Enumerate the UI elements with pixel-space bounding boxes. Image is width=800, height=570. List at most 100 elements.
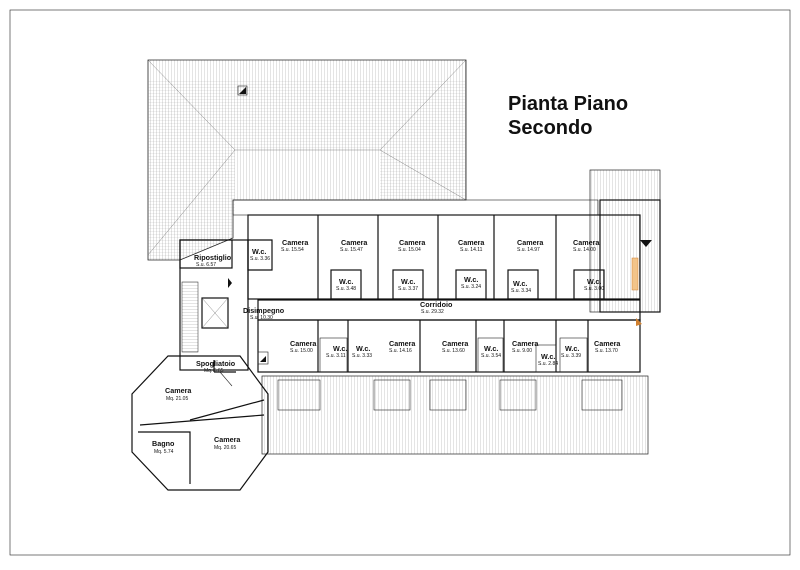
disimpegno-area: S.u. 10.30 — [250, 315, 273, 321]
right-stair-block — [589, 169, 661, 313]
camera-4-label: Camera S.u. 14.11 — [458, 238, 485, 253]
drawing-frame — [9, 9, 791, 556]
camera-6-name: Camera — [573, 238, 600, 247]
camera-11-name: Camera — [594, 339, 621, 348]
camera-6-label: Camera S.u. 14.00 — [573, 238, 600, 253]
main-block — [232, 199, 641, 373]
wc-top-left-label: W.c. S.u. 3.36 — [250, 247, 270, 262]
camera-13-name: Camera — [214, 435, 241, 444]
camera-3-area: S.u. 15.04 — [398, 247, 421, 253]
bagno-name: Bagno — [152, 439, 175, 448]
camera-3-label: Camera S.u. 15.04 — [398, 238, 426, 253]
camera-4-area: S.u. 14.11 — [460, 247, 483, 253]
wc-5-name: W.c. — [587, 277, 601, 286]
camera-7-label: Camera S.u. 15.00 — [290, 339, 317, 354]
wc-7-name: W.c. — [356, 344, 370, 353]
bagno-area: Mq. 5.74 — [154, 449, 174, 455]
wc-2-label: W.c. S.u. 3.37 — [398, 277, 418, 292]
camera-4-name: Camera — [458, 238, 485, 247]
spogliatoio-name: Spogliatoio — [196, 359, 236, 368]
camera-13-area: Mq. 20.65 — [214, 445, 236, 451]
camera-8-label: Camera S.u. 14.16 — [389, 339, 416, 354]
ripostiglio-label: Ripostiglio S.u. 6.57 — [194, 253, 232, 268]
camera-8-area: S.u. 14.16 — [389, 348, 412, 354]
camera-5-area: S.u. 14.97 — [517, 247, 540, 253]
camera-12-area: Mq. 21.05 — [166, 396, 188, 402]
spogliatoio-label: Spogliatoio Mq. 5.65 — [196, 359, 236, 374]
camera-1-area: S.u. 15.54 — [281, 247, 304, 253]
camera-2-area: S.u. 15.47 — [340, 247, 363, 253]
wc-1-area: S.u. 3.48 — [336, 286, 356, 292]
camera-5-name: Camera — [517, 238, 544, 247]
camera-9-area: S.u. 13.60 — [442, 348, 465, 354]
camera-9-label: Camera S.u. 13.60 — [442, 339, 469, 354]
wc-4-label: W.c. S.u. 3.34 — [511, 279, 531, 294]
wc-2-area: S.u. 3.37 — [398, 286, 418, 292]
camera-11-area: S.u. 13.70 — [595, 348, 618, 354]
camera-9-name: Camera — [442, 339, 469, 348]
wc-3-area: S.u. 3.24 — [461, 284, 481, 290]
wc-7-label: W.c. S.u. 3.33 — [352, 344, 372, 359]
camera-3-name: Camera — [399, 238, 426, 247]
wc-1-name: W.c. — [339, 277, 353, 286]
wc-9-area: S.u. 2.84 — [538, 361, 558, 367]
marker-icon — [636, 318, 642, 326]
wc-top-left-name: W.c. — [252, 247, 266, 256]
plan-title-line-2: Secondo — [508, 117, 593, 139]
camera-10-name: Camera — [512, 339, 539, 348]
wc-4-area: S.u. 3.34 — [511, 288, 531, 294]
wc-9-label: W.c. S.u. 2.84 — [538, 352, 558, 367]
roof — [147, 59, 467, 261]
wc-8-area: S.u. 3.54 — [481, 353, 501, 359]
left-service-block — [179, 239, 273, 371]
spogliatoio-area: Mq. 5.65 — [204, 368, 224, 374]
wc-1-label: W.c. S.u. 3.48 — [336, 277, 356, 292]
camera-12-label: Camera Mq. 21.05 — [165, 386, 192, 402]
camera-5-label: Camera S.u. 14.97 — [517, 238, 544, 253]
wc-10-name: W.c. — [565, 344, 579, 353]
camera-1-label: Camera S.u. 15.54 — [281, 238, 309, 253]
wc-3-name: W.c. — [464, 275, 478, 284]
corridoio-area: S.u. 29.32 — [421, 309, 444, 315]
wc-4-name: W.c. — [513, 279, 527, 288]
camera-8-name: Camera — [389, 339, 416, 348]
camera-13-label: Camera Mq. 20.65 — [214, 435, 241, 451]
camera-10-label: Camera S.u. 9.00 — [512, 339, 539, 354]
room-labels: Camera S.u. 15.54 Camera S.u. 15.47 Came… — [152, 238, 621, 455]
wc-5-label: W.c. S.u. 3.00 — [584, 277, 604, 292]
wc-6-area: S.u. 3.11 — [326, 353, 346, 359]
wc-top-left-area: S.u. 3.36 — [250, 256, 270, 262]
wc-8-label: W.c. S.u. 3.54 — [481, 344, 501, 359]
camera-1-name: Camera — [282, 238, 309, 247]
camera-7-area: S.u. 15.00 — [290, 348, 313, 354]
bagno-label: Bagno Mq. 5.74 — [152, 439, 175, 455]
wc-6-label: W.c. S.u. 3.11 — [326, 344, 347, 359]
camera-7-name: Camera — [290, 339, 317, 348]
wc-10-area: S.u. 3.39 — [561, 353, 581, 359]
disimpegno-label: Disimpegno S.u. 10.30 — [243, 306, 285, 321]
wc-5-area: S.u. 3.00 — [584, 286, 604, 292]
ripostiglio-name: Ripostiglio — [194, 253, 232, 262]
camera-11-label: Camera S.u. 13.70 — [594, 339, 621, 354]
camera-6-area: S.u. 14.00 — [573, 247, 596, 253]
plan-title: Pianta Piano Secondo — [508, 92, 628, 140]
corridoio-name: Corridoio — [420, 300, 453, 309]
camera-2-label: Camera S.u. 15.47 — [340, 238, 368, 253]
wc-10-label: W.c. S.u. 3.39 — [561, 344, 581, 359]
wc-6-name: W.c. — [333, 344, 347, 353]
camera-10-area: S.u. 9.00 — [512, 348, 532, 354]
camera-2-name: Camera — [341, 238, 368, 247]
wc-8-name: W.c. — [484, 344, 498, 353]
wc-2-name: W.c. — [401, 277, 415, 286]
ripostiglio-area: S.u. 6.57 — [196, 262, 216, 268]
camera-12-name: Camera — [165, 386, 192, 395]
disimpegno-name: Disimpegno — [243, 306, 285, 315]
lower-terrace — [261, 375, 649, 455]
wc-7-area: S.u. 3.33 — [352, 353, 372, 359]
roof-chimney — [237, 85, 248, 96]
wc-9-name: W.c. — [541, 352, 555, 361]
plan-title-line-1: Pianta Piano — [508, 93, 629, 115]
wc-3-label: W.c. S.u. 3.24 — [461, 275, 481, 290]
